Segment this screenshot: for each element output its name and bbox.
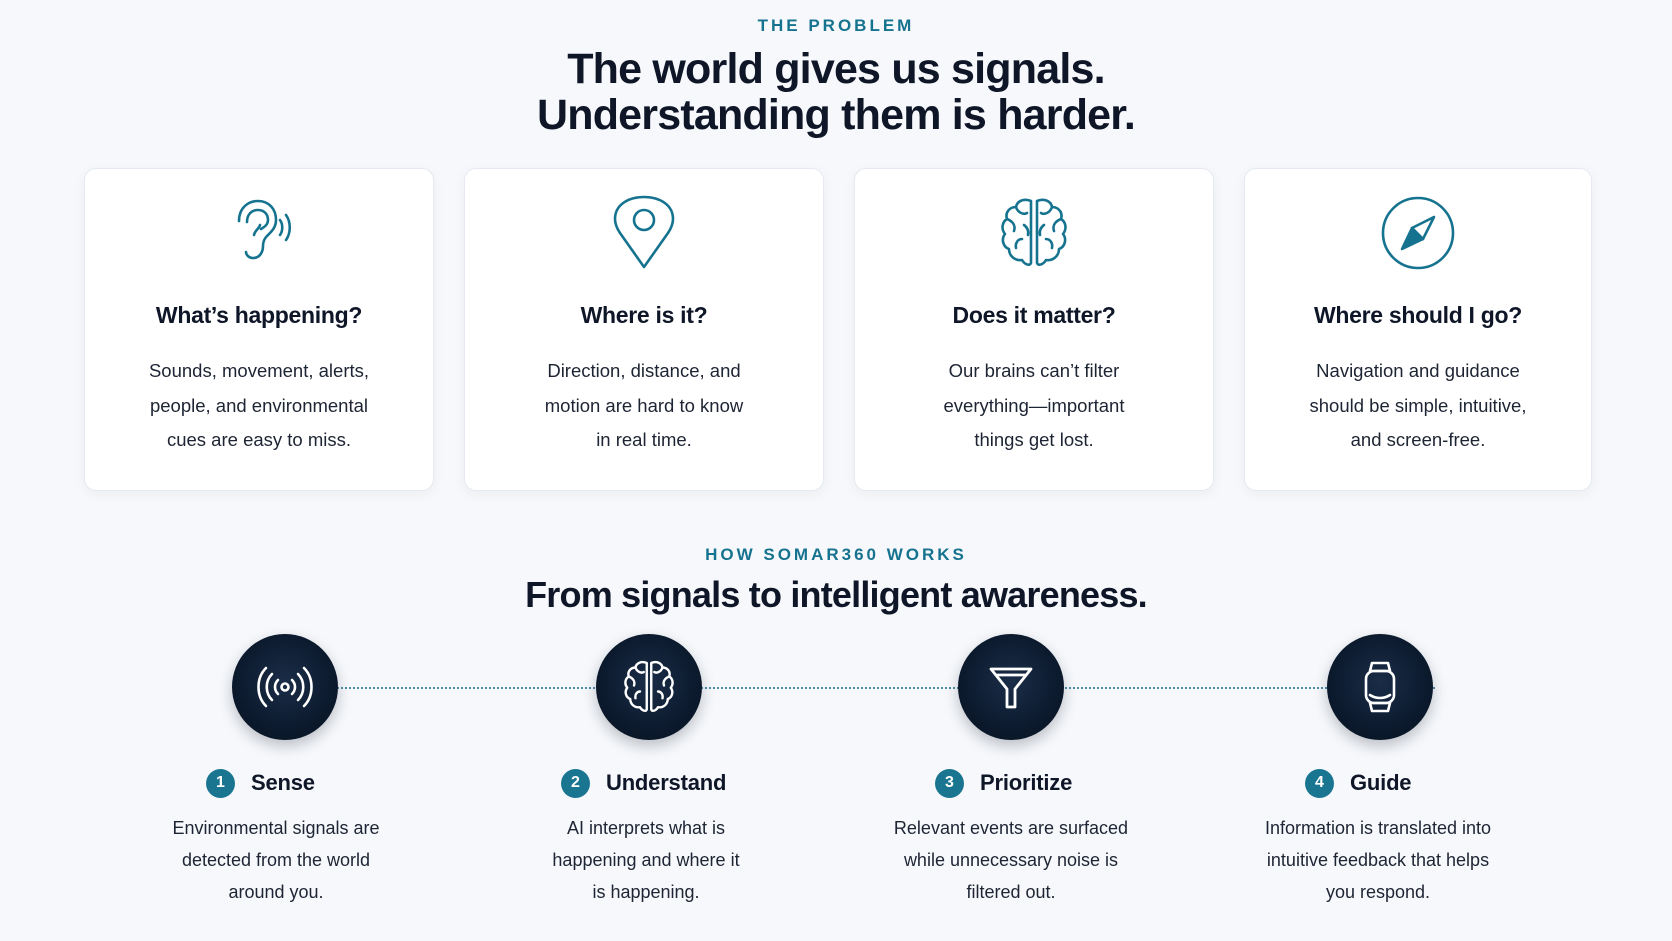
card-line: and screen-free. [1350, 429, 1486, 450]
step-line: filtered out. [966, 882, 1056, 902]
card-line: Navigation and guidance [1316, 360, 1520, 381]
steps-connector-line [285, 687, 1435, 689]
card-title: Where is it? [580, 302, 708, 328]
step-sense-heading: 1 Sense [206, 766, 315, 800]
step-line: you respond. [1325, 882, 1431, 902]
step-line: detected from the world [181, 850, 371, 870]
step-line: Information is translated into [1264, 818, 1492, 838]
step-label: Sense [251, 770, 315, 795]
problem-title: The world gives us signals. Understandin… [0, 46, 1672, 138]
card-title: Does it matter? [952, 302, 1116, 328]
step-prioritize-description: Relevant events are surfaced while unnec… [871, 812, 1151, 908]
step-line: Relevant events are surfaced [893, 818, 1129, 838]
card-description: Sounds, movement, alerts, people, and en… [115, 354, 403, 458]
step-label: Prioritize [980, 770, 1073, 795]
step-label: Understand [606, 770, 727, 795]
step-line: is happening. [592, 882, 700, 902]
step-number-badge: 1 [206, 768, 235, 798]
brain-icon [994, 193, 1074, 273]
problem-title-line-2: Understanding them is harder. [536, 91, 1136, 139]
problem-card-whats-happening: What’s happening? Sounds, movement, aler… [84, 168, 434, 491]
card-line: should be simple, intuitive, [1309, 394, 1527, 416]
step-understand-description: AI interprets what is happening and wher… [506, 812, 786, 908]
step-line: intuitive feedback that helps [1266, 850, 1490, 870]
signal-broadcast-icon [232, 634, 338, 740]
card-title: What’s happening? [155, 302, 363, 328]
card-line: Sounds, movement, alerts, [148, 360, 370, 381]
card-line: people, and environmental [149, 394, 369, 416]
step-number-badge: 2 [561, 768, 590, 798]
ear-icon [219, 193, 299, 273]
step-sense-description: Environmental signals are detected from … [136, 812, 416, 908]
how-it-works-eyebrow: HOW SOMAR360 WORKS [705, 545, 967, 564]
step-line: AI interprets what is [566, 818, 726, 838]
card-line: everything—important [943, 394, 1125, 416]
card-line: cues are easy to miss. [166, 429, 352, 450]
step-number-badge: 4 [1305, 768, 1334, 798]
card-line: in real time. [596, 429, 692, 450]
card-line: Direction, distance, and [547, 360, 741, 381]
step-line: happening and where it [552, 850, 740, 870]
step-label: Guide [1350, 770, 1412, 795]
step-prioritize-heading: 3 Prioritize [935, 766, 1072, 800]
problem-card-where-is-it: Where is it? Direction, distance, and mo… [464, 168, 824, 491]
card-line: motion are hard to know [544, 394, 744, 416]
step-line: while unnecessary noise is [903, 850, 1119, 870]
card-title: Where should I go? [1314, 302, 1522, 328]
brain-icon [596, 634, 702, 740]
location-pin-icon [604, 193, 684, 273]
wearable-device-icon [1327, 634, 1433, 740]
problem-title-line-1: The world gives us signals. [567, 45, 1105, 93]
step-guide-description: Information is translated into intuitive… [1238, 812, 1518, 908]
step-guide-heading: 4 Guide [1305, 766, 1412, 800]
card-line: things get lost. [974, 429, 1094, 450]
card-description: Navigation and guidance should be simple… [1275, 354, 1561, 458]
problem-card-where-should-i-go: Where should I go? Navigation and guidan… [1244, 168, 1592, 491]
step-line: around you. [228, 882, 324, 902]
problem-eyebrow: THE PROBLEM [757, 16, 915, 35]
filter-icon [958, 634, 1064, 740]
step-understand-heading: 2 Understand [561, 766, 726, 800]
compass-icon [1378, 193, 1458, 273]
step-number-badge: 3 [935, 768, 964, 798]
card-line: Our brains can’t filter [948, 360, 1120, 381]
step-line: Environmental signals are [172, 818, 380, 838]
how-it-works-title: From signals to intelligent awareness. [525, 574, 1148, 615]
card-description: Our brains can’t filter everything—impor… [885, 354, 1183, 458]
problem-card-does-it-matter: Does it matter? Our brains can’t filter … [854, 168, 1214, 491]
card-description: Direction, distance, and motion are hard… [495, 354, 793, 458]
